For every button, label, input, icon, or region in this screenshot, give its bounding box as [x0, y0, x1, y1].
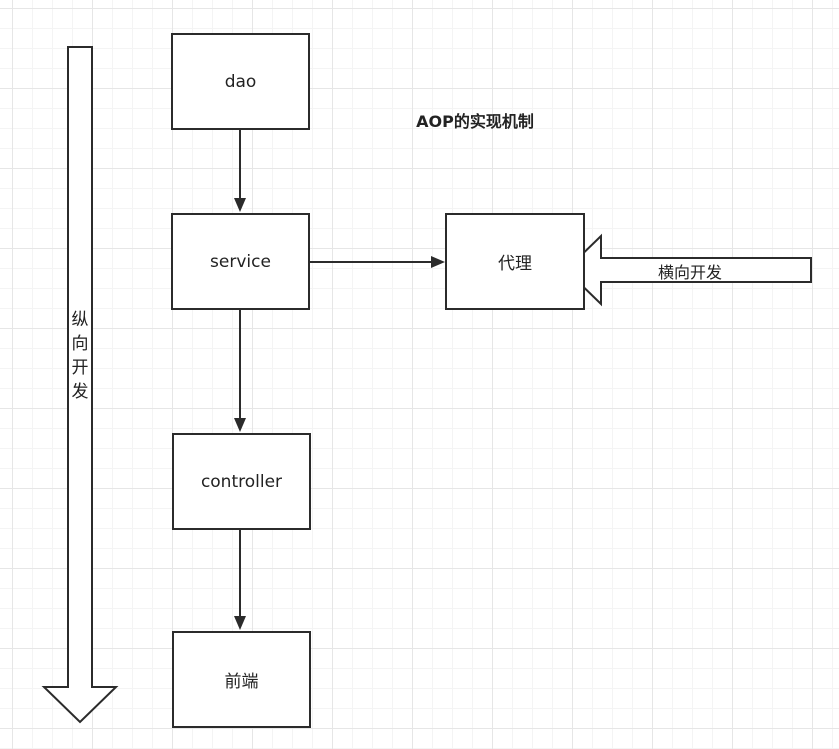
node-proxy-label: 代理	[498, 254, 532, 274]
node-frontend[interactable]: 前端	[172, 631, 311, 728]
node-dao[interactable]: dao	[171, 33, 310, 130]
node-controller-label: controller	[200, 471, 283, 492]
node-controller[interactable]: controller	[172, 433, 311, 530]
node-service[interactable]: service	[171, 213, 310, 310]
node-service-label: service	[210, 251, 271, 272]
edge-service-controller-head	[234, 418, 246, 432]
node-proxy[interactable]: 代理	[445, 213, 585, 310]
edge-service-proxy-head	[431, 256, 445, 268]
node-dao-label: dao	[224, 71, 257, 92]
node-frontend-label: 前端	[224, 672, 259, 692]
vertical-development-arrow	[41, 46, 119, 724]
edge-controller-frontend-head	[234, 616, 246, 630]
vertical-development-label: 纵向开发	[71, 310, 89, 402]
diagram-title: AOP的实现机制	[416, 112, 534, 131]
horizontal-development-label: 横向开发	[657, 263, 722, 282]
edge-dao-service-head	[234, 198, 246, 212]
